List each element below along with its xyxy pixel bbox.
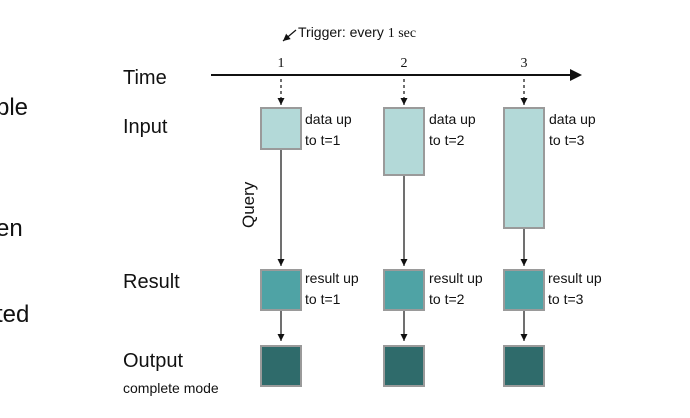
input-note-2-line2: to t=2 bbox=[429, 132, 465, 148]
result-note-1-line2: to t=1 bbox=[305, 291, 341, 307]
left-fragment-1: ble bbox=[0, 94, 28, 121]
trigger-pointer-arrow bbox=[282, 29, 297, 42]
result-note-2: result up to t=2 bbox=[429, 270, 487, 307]
input-note-3: data up to t=3 bbox=[549, 111, 600, 148]
output-label: Output bbox=[123, 350, 183, 372]
trigger-prefix: Trigger: every bbox=[298, 24, 388, 40]
trigger-label: Trigger: every 1 sec bbox=[298, 24, 416, 41]
query-label: Query bbox=[239, 181, 258, 228]
input-note-2: data up to t=2 bbox=[429, 111, 480, 148]
input-note-1: data up to t=1 bbox=[305, 111, 356, 148]
result-note-1: result up to t=1 bbox=[305, 270, 363, 307]
result-note-2-line1: result up bbox=[429, 270, 483, 286]
result-note-2-line2: to t=2 bbox=[429, 291, 465, 307]
result-note-3-line2: to t=3 bbox=[548, 291, 584, 307]
input-box-3 bbox=[503, 107, 545, 229]
trigger-interval: 1 sec bbox=[388, 26, 416, 41]
result-box-1 bbox=[260, 269, 302, 311]
result-box-2 bbox=[383, 269, 425, 311]
output-mode-label: complete mode bbox=[123, 380, 219, 396]
tick-label-2: 2 bbox=[401, 56, 408, 71]
tick-label-1: 1 bbox=[278, 56, 285, 71]
left-fragment-3: ted bbox=[0, 301, 29, 328]
time-label: Time bbox=[123, 67, 167, 89]
left-fragment-2: en bbox=[0, 215, 23, 242]
input-note-1-line2: to t=1 bbox=[305, 132, 341, 148]
tick-label-3: 3 bbox=[521, 56, 528, 71]
input-box-2 bbox=[383, 107, 425, 176]
result-label: Result bbox=[123, 271, 180, 293]
result-note-3-line1: result up bbox=[548, 270, 602, 286]
result-note-1-line1: result up bbox=[305, 270, 359, 286]
input-label: Input bbox=[123, 116, 168, 138]
output-box-1 bbox=[260, 345, 302, 387]
input-box-1 bbox=[260, 107, 302, 150]
input-note-2-line1: data up bbox=[429, 111, 476, 127]
output-box-2 bbox=[383, 345, 425, 387]
output-box-3 bbox=[503, 345, 545, 387]
input-note-3-line2: to t=3 bbox=[549, 132, 585, 148]
result-box-3 bbox=[503, 269, 545, 311]
input-note-3-line1: data up bbox=[549, 111, 596, 127]
result-note-3: result up to t=3 bbox=[548, 270, 606, 307]
input-note-1-line1: data up bbox=[305, 111, 352, 127]
